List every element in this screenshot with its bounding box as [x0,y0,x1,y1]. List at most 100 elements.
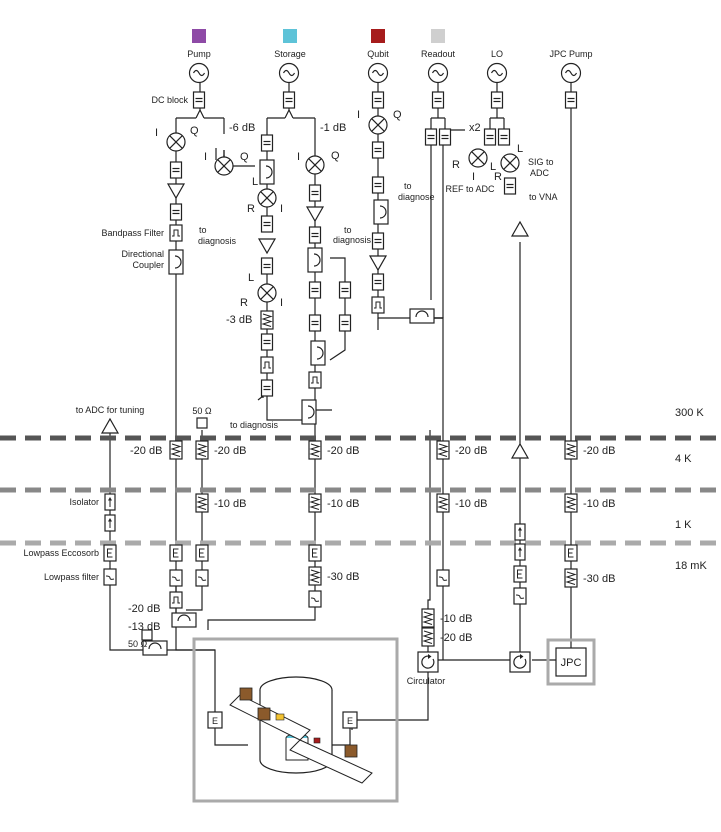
eccosorb-icon [169,544,183,562]
dc-block-icon [308,226,322,244]
amplifier-icon [511,443,529,459]
attenuator-icon [436,440,450,460]
qubit-chain: I Q to diagnose [357,109,435,324]
directional-coupler-icon [259,159,275,185]
amplifier-icon [167,183,185,199]
dc-block-icon [338,314,352,332]
dc-block-icon [308,184,322,202]
cavity-illustration [229,676,373,784]
svg-text:to: to [199,225,207,235]
mixer-icon [257,188,277,208]
svg-text:L: L [517,143,523,155]
directional-coupler-icon [373,199,389,225]
atten-label: -3 dB [226,314,252,326]
directional-coupler-icon [171,612,197,628]
dc-block-icon [260,333,274,351]
svg-text:diagnose: diagnose [398,192,435,202]
svg-text:to diagnosis: to diagnosis [230,420,279,430]
bandpass-filter-icon [260,356,274,374]
label-lo: LO [491,49,503,59]
attenuator-icon [421,608,435,628]
amplifier-icon [306,206,324,222]
label-readout: Readout [421,49,456,59]
svg-text:I: I [204,151,207,163]
isolator-icon [514,523,526,541]
svg-text:L: L [490,161,496,173]
storage-color-swatch [283,29,297,43]
atten-label: -1 dB [320,122,346,134]
jpc-frame [546,638,596,686]
dc-block-label: DC block [151,95,188,105]
svg-text:I: I [280,203,283,215]
storage-chain: -1 dB L R I L R I -3 dB to diagnosis I Q… [226,122,372,430]
lowpass-filter-icon [308,590,322,608]
dc-block-icon [424,128,438,146]
svg-text:Coupler: Coupler [132,260,164,270]
attenuator-icon [564,493,578,513]
svg-text:x2: x2 [469,122,481,134]
dc-block-icon [192,91,206,109]
dc-block-icon [483,128,497,146]
eccosorb-icon [308,544,322,562]
lowpass-filter-icon [103,568,117,586]
attenuator-icon [260,310,274,330]
svg-text:Circulator: Circulator [407,676,446,686]
svg-text:ADC: ADC [530,168,550,178]
dc-block-icon [371,91,385,109]
circulator-icon [417,651,439,673]
svg-text:-30 dB: -30 dB [327,571,359,583]
svg-text:-20 dB: -20 dB [130,445,162,457]
svg-text:-30 dB: -30 dB [583,573,615,585]
svg-text:-20 dB: -20 dB [440,632,472,644]
svg-text:I: I [357,109,360,121]
svg-text:-10 dB: -10 dB [455,498,487,510]
bandpass-filter-icon [169,224,183,242]
svg-text:I: I [155,127,158,139]
directional-coupler-icon [301,399,317,425]
bandpass-filter-icon [308,371,322,389]
bandpass-filter-icon [371,296,385,314]
svg-text:E: E [347,716,353,726]
to-vna-label: to VNA [529,192,558,202]
mixer-icon [368,115,388,135]
bandpass-filter-icon [169,591,183,609]
svg-text:JPC: JPC [561,657,582,669]
svg-text:-10 dB: -10 dB [214,498,246,510]
dc-block-icon [503,177,517,195]
mixer-icon [166,132,186,152]
lowpass-filter-icon [513,587,527,605]
label-qubit: Qubit [367,49,389,59]
readout-color-swatch [431,29,445,43]
ref-adc-label: REF to ADC [445,184,495,194]
svg-text:50 Ω: 50 Ω [128,639,148,649]
stage-lines [0,435,721,546]
pump-chain: I Q -6 dB I Q Bandpass Filter to diagnos… [101,122,255,275]
label-pump: Pump [187,49,211,59]
qubit-color-swatch [371,29,385,43]
sample-frame: E E [192,637,399,803]
termination-50-ohm [141,629,153,641]
dc-block-icon [431,91,445,109]
svg-text:I: I [297,151,300,163]
directional-coupler-icon [307,247,323,273]
pump-source-icon [188,62,210,84]
dc-block-icon [371,141,385,159]
dc-block-icon [260,379,274,397]
lowpass-filter-icon [169,569,183,587]
dc-block-icon [371,176,385,194]
dc-block-icon [338,281,352,299]
svg-text:Q: Q [393,109,402,121]
svg-text:Lowpass filter: Lowpass filter [44,572,99,582]
directional-coupler-icon [310,340,326,366]
atten-label: -6 dB [229,122,255,134]
amplifier-icon [258,238,276,254]
dc-block-icon [169,161,183,179]
svg-text:Q: Q [190,125,199,137]
dc-block-icon [490,91,504,109]
isolator-icon [514,543,526,561]
isolator-icon [104,514,116,532]
svg-text:Q: Q [331,150,340,162]
attenuator-icon [436,493,450,513]
eccosorb-icon [195,544,209,562]
svg-text:to: to [404,181,412,191]
